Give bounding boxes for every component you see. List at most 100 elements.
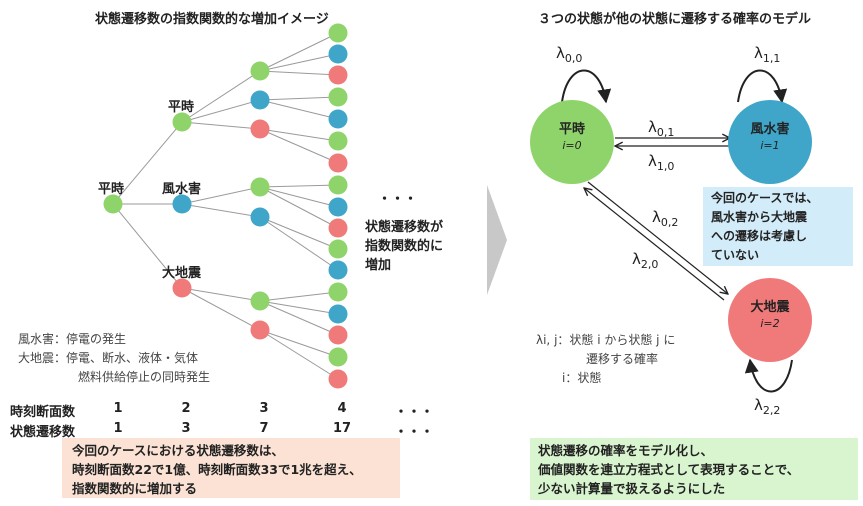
tree-root-label: 平時: [98, 182, 125, 197]
table-cell: 1: [113, 401, 123, 416]
node-l3: [328, 347, 348, 367]
table-cell: ・・・: [394, 405, 434, 420]
state-normal-node: [530, 100, 614, 184]
node-l3: [328, 109, 348, 129]
node-l3: [328, 23, 348, 43]
storm-callout: 今回のケースでは、 風水害から大地震 への遷移は考慮し ていない: [703, 187, 853, 266]
legend-line: 風水害：停電の発生: [18, 332, 127, 346]
lambda-10-label: λ1,0: [648, 152, 674, 173]
table-cell: ・・・: [394, 425, 434, 440]
node-l3: [328, 282, 348, 302]
right-note-line: 少ない計算量で扱えるようにした: [538, 481, 726, 496]
growth-note-line: 状態遷移数が: [365, 220, 444, 235]
node-l3: [328, 325, 348, 345]
node-l3: [328, 65, 348, 85]
state-quake-node: [728, 278, 812, 362]
growth-note-line: 指数関数的に: [365, 239, 444, 254]
right-note-line: 価値関数を連立方程式として表現することで、: [538, 462, 800, 477]
node-l3: [328, 218, 348, 238]
lambda-symbol: λ: [754, 396, 763, 414]
lambda-22-sub: 2,2: [762, 404, 781, 417]
state-storm-name: 風水害: [750, 122, 790, 137]
node-l2: [250, 119, 270, 139]
tree-branch-quake-label: 大地震: [162, 266, 202, 281]
lambda-11-label: λ1,1: [754, 44, 780, 65]
left-note-line: 今回のケースにおける状態遷移数は、: [72, 443, 284, 458]
lambda-02-sub: 0,2: [660, 216, 679, 229]
definition-line: i：状態: [562, 371, 602, 385]
lambda-symbol: λ: [648, 118, 657, 136]
callout-line: 風水害から大地震: [711, 210, 808, 224]
right-note: 状態遷移の確率をモデル化し、 価値関数を連立方程式として表現することで、 少ない…: [530, 438, 858, 500]
state-storm: 風水害 i=1: [730, 118, 810, 152]
node-l3: [328, 260, 348, 280]
node-l3: [328, 175, 348, 195]
legend-line: 大地震：停電、断水、液体・気体: [18, 351, 199, 365]
state-normal-name: 平時: [558, 122, 585, 137]
left-note-line: 指数関数的に増加する: [72, 481, 198, 496]
self-loop-22: [744, 358, 793, 393]
right-note-line: 状態遷移の確率をモデル化し、: [538, 443, 714, 458]
left-note: 今回のケースにおける状態遷移数は、 時刻断面数22で1億、時刻断面数33で1兆を…: [62, 438, 400, 498]
node-l2: [250, 291, 270, 311]
state-normal-index: i=0: [562, 139, 582, 152]
lambda-00-sub: 0,0: [564, 52, 583, 65]
tree-ellipsis: ・・・: [378, 192, 418, 207]
table-row2-label: 状態遷移数: [10, 425, 76, 440]
panel-arrow-icon: [487, 185, 507, 295]
growth-note: 状態遷移数が 指数関数的に 増加: [365, 218, 443, 275]
lambda-22-label: λ2,2: [754, 396, 780, 417]
self-loop-11: [737, 69, 788, 104]
legend-line: 燃料供給停止の同時発生: [78, 370, 211, 384]
table-cell: 7: [259, 421, 269, 436]
node-l2: [250, 61, 270, 81]
node-l3: [328, 304, 348, 324]
state-quake: 大地震 i=2: [730, 296, 810, 330]
lambda-01-label: λ0,1: [648, 118, 674, 139]
node-l3: [328, 369, 348, 389]
state-normal: 平時 i=0: [532, 118, 612, 152]
lambda-20-sub: 2,0: [640, 258, 659, 271]
state-storm-node: [728, 100, 812, 184]
lambda-00-label: λ0,0: [556, 44, 582, 65]
node-l1-storm: [172, 194, 192, 214]
node-l2: [250, 90, 270, 110]
left-note-line: 時刻断面数22で1億、時刻断面数33で1兆を超え、: [72, 462, 362, 477]
state-quake-index: i=2: [760, 317, 780, 330]
node-l3: [328, 87, 348, 107]
node-l1-quake: [172, 278, 192, 298]
table-cell: 4: [337, 401, 347, 416]
right-title: ３つの状態が他の状態に遷移する確率のモデル: [538, 12, 812, 27]
lambda-definition: λi, j：状態 i から状態 j に 遷移する確率 i：状態: [536, 331, 675, 388]
table-cell: 3: [259, 401, 269, 416]
node-l2: [250, 207, 270, 227]
lambda-symbol: λ: [652, 208, 661, 226]
tree-branch-normal-label: 平時: [168, 100, 195, 115]
lambda-symbol: λ: [648, 152, 657, 170]
node-l2: [250, 177, 270, 197]
edge-0-2: [587, 181, 728, 294]
lambda-20-label: λ2,0: [632, 250, 658, 271]
table-cell: 3: [181, 421, 191, 436]
self-loop-00: [561, 69, 612, 104]
edge-2-0: [584, 188, 725, 301]
definition-line: 遷移する確率: [586, 352, 659, 366]
node-l3: [328, 153, 348, 173]
node-root-normal: [103, 194, 123, 214]
lambda-02-label: λ0,2: [652, 208, 678, 229]
tree-branch-storm-label: 風水害: [162, 182, 202, 197]
callout-line: への遷移は考慮し: [711, 229, 808, 243]
table-cell: 1: [113, 421, 123, 436]
lambda-symbol: λ: [632, 250, 641, 268]
table-cell: 17: [332, 421, 352, 436]
node-l3: [328, 239, 348, 259]
callout-line: 今回のケースでは、: [711, 191, 819, 205]
legend: 風水害：停電の発生 大地震：停電、断水、液体・気体 燃料供給停止の同時発生: [18, 330, 210, 387]
lambda-symbol: λ: [556, 44, 565, 62]
node-l3: [328, 131, 348, 151]
node-l2: [250, 320, 270, 340]
state-quake-name: 大地震: [750, 300, 790, 315]
table-cell: 2: [181, 401, 191, 416]
table-row1-label: 時刻断面数: [10, 405, 76, 420]
callout-line: ていない: [711, 248, 760, 262]
